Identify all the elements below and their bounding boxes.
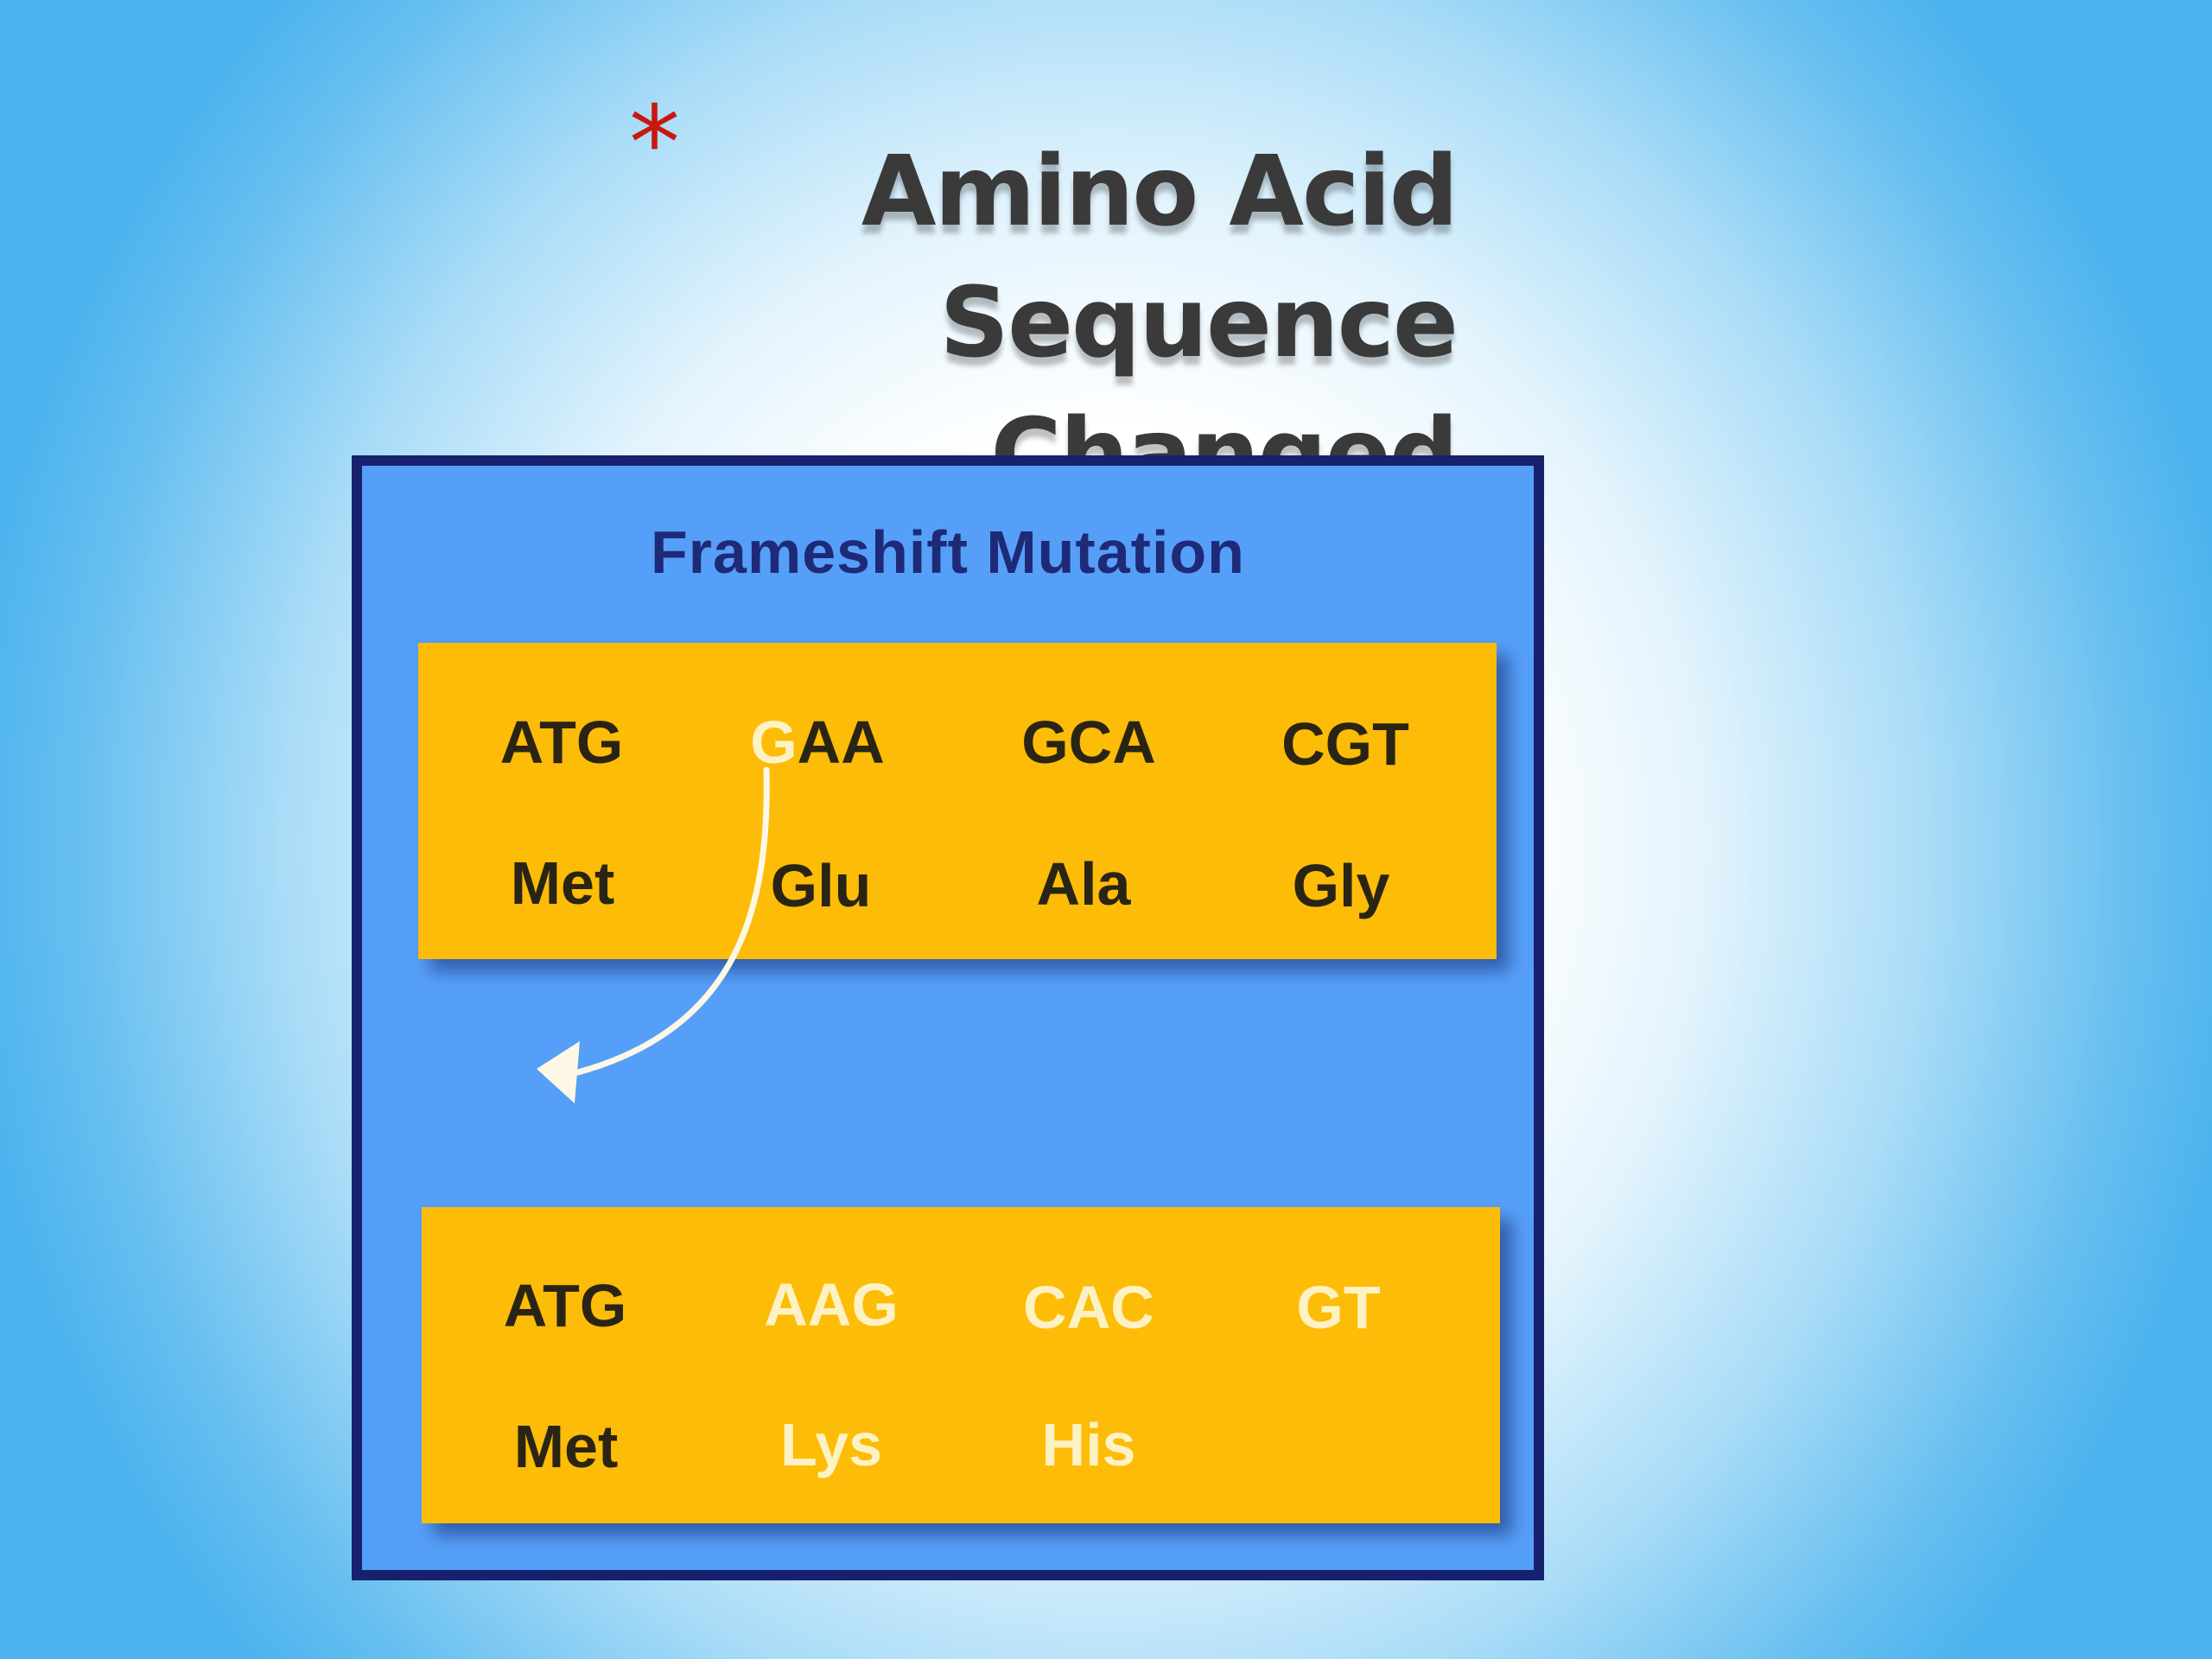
mutated-amino-acid-3: His (1041, 1411, 1136, 1478)
original-amino-acid-1: Met (510, 849, 615, 917)
mutated-sequence-box: ATG AAG CAC GT Met Lys His (422, 1207, 1500, 1523)
slide-title-line-3: Changed (990, 398, 1457, 456)
mutated-codon-4: GT (1296, 1274, 1381, 1341)
original-sequence-box: ATG GAA GCA CGT Met Glu Ala Gly (418, 643, 1497, 959)
frameshift-diagram: Frameshift Mutation ATG GAA GCA CGT Met … (352, 455, 1544, 1580)
mutated-codon-1: ATG (503, 1272, 627, 1339)
slide-title-line-1: Amino Acid (861, 136, 1457, 248)
shift-arrow-head (537, 1041, 580, 1103)
bullet-star-icon: * (629, 83, 680, 202)
original-codon-3: GCA (1021, 709, 1156, 776)
slide-title: Amino Acid Sequence Changed (778, 126, 1457, 456)
original-codon-1: ATG (499, 709, 624, 776)
mutated-amino-acid-2: Lys (779, 1411, 883, 1478)
mutated-amino-acid-1: Met (513, 1413, 619, 1480)
original-amino-acid-2: Glu (770, 852, 872, 919)
mutated-codon-3: CAC (1023, 1274, 1154, 1341)
mutated-codon-2: AAG (764, 1271, 899, 1338)
original-codon-2-rest: AA (797, 709, 885, 776)
original-amino-acid-4: Gly (1292, 852, 1390, 919)
original-codon-2: GAA (750, 712, 885, 772)
slide-title-line-2: Sequence (939, 267, 1457, 379)
inserted-base: G (750, 709, 798, 776)
original-codon-4: CGT (1281, 710, 1409, 778)
diagram-title: Frameshift Mutation (651, 518, 1245, 586)
original-amino-acid-3: Ala (1036, 850, 1131, 918)
